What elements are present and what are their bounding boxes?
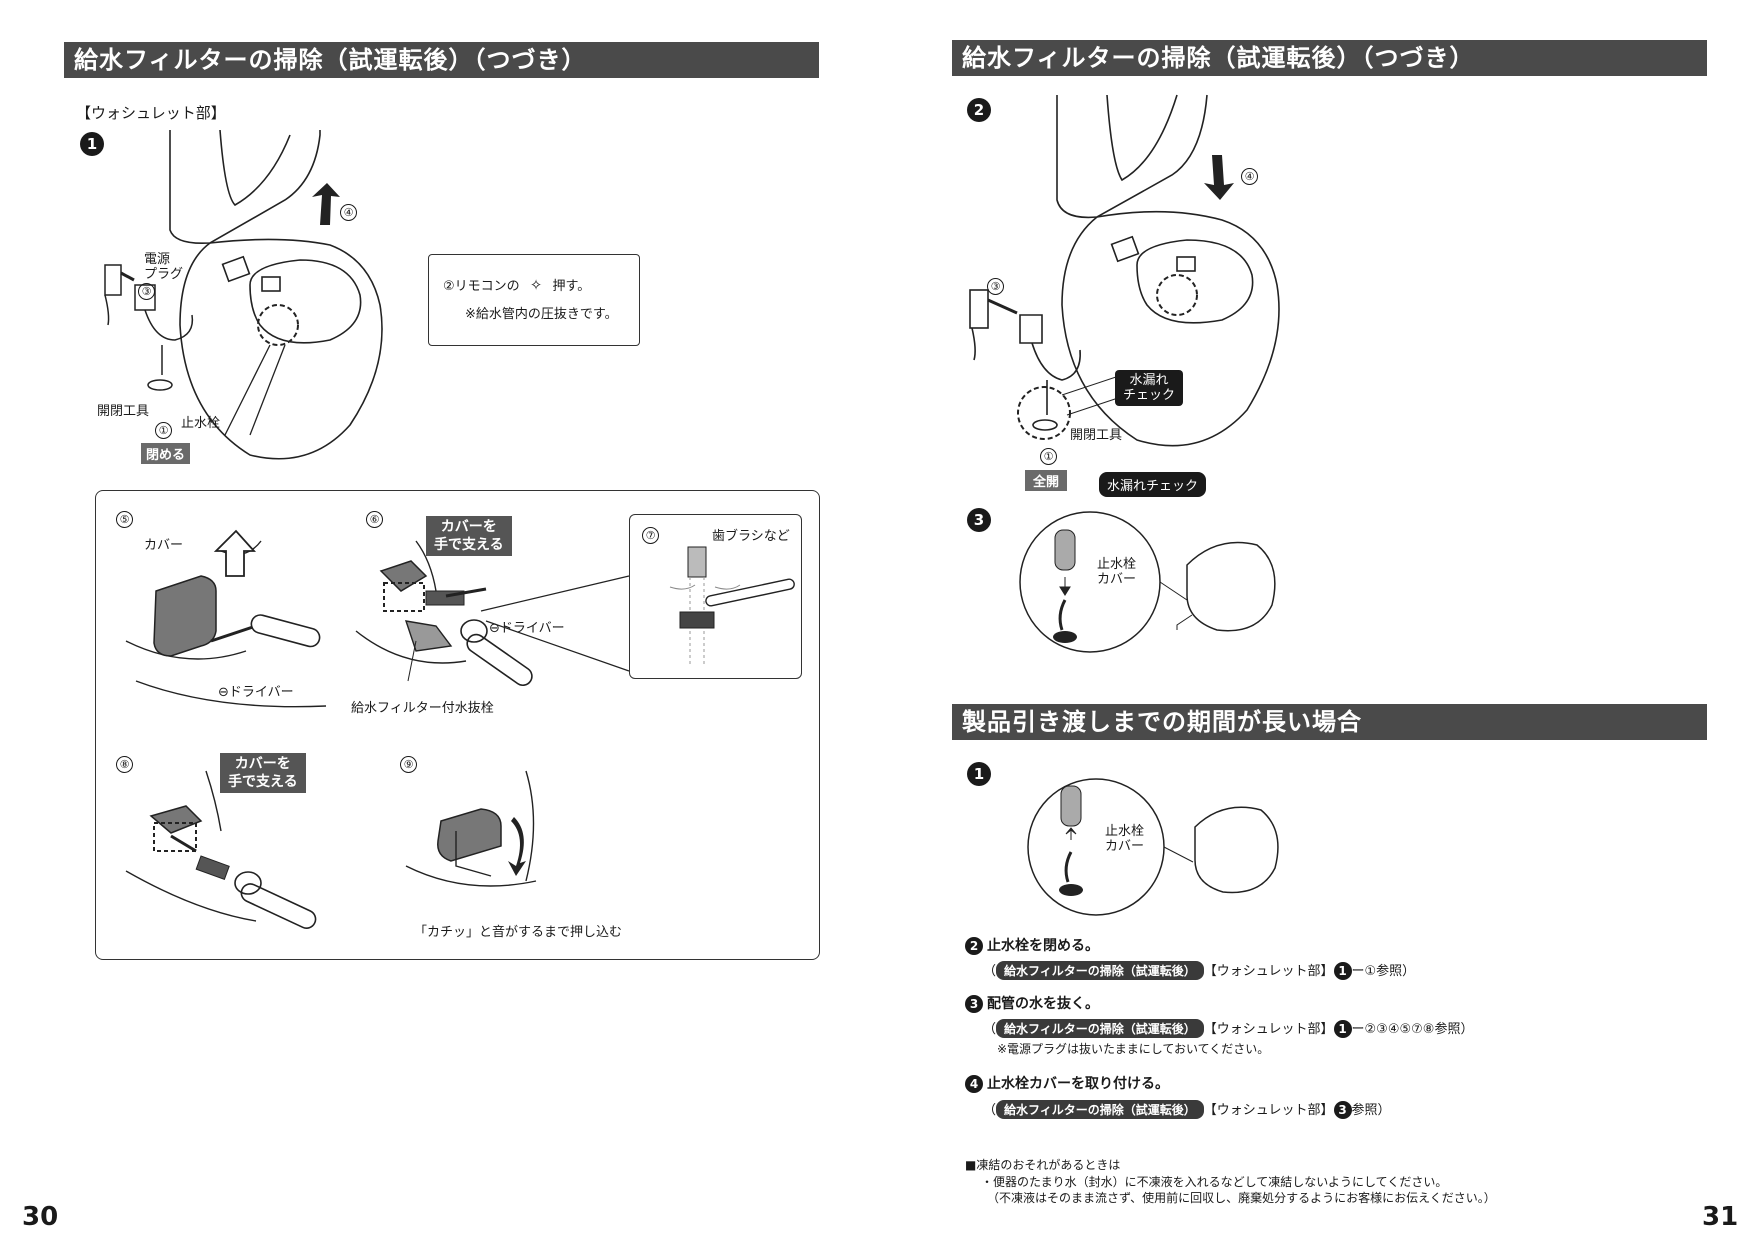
remote-note-box: ②リモコンの ✧ 押す。 ※給水管内の圧抜きです。 — [428, 254, 640, 346]
remote-button-icon: ✧ — [529, 276, 543, 294]
ref-part: 【ウォシュレット部】 — [1203, 1103, 1334, 1118]
s2-step-2-num: 2 — [965, 937, 983, 955]
ref-pill: 給水フィルターの掃除（試運転後） — [996, 1019, 1204, 1038]
toothbrush-label: 歯ブラシなど — [712, 529, 790, 544]
inset-leader-lines — [480, 575, 630, 672]
page-number-right: 31 — [1702, 1202, 1739, 1232]
toothbrush-illustration — [669, 546, 795, 667]
step9-illustration — [405, 770, 537, 887]
s2-step-3-note: ※電源プラグは抜いたままにしておいてください。 — [997, 1042, 1270, 1056]
ref-part: 【ウォシュレット部】 — [1203, 964, 1334, 979]
valve-cover-detail-2 — [1027, 778, 1279, 916]
right-page: 給水フィルターの掃除（試運転後）（つづき） 2 ④ ③ 水漏れ チェック 開閉工… — [877, 0, 1754, 1240]
open-tool-label: 開閉工具 — [97, 404, 150, 419]
panel-step-5: ⑤ — [116, 511, 133, 528]
driver-label-a: ⊖ドライバー — [218, 685, 294, 700]
step8-illustration — [125, 770, 317, 929]
remote-note-suffix: 押す。 — [552, 279, 591, 294]
cover-label: カバー — [144, 538, 184, 553]
step-3-marker: ③ — [138, 283, 155, 300]
r-open-tool-label: 開閉工具 — [1070, 428, 1123, 443]
step-bullet: 1 — [80, 132, 104, 156]
page-number-left: 30 — [22, 1202, 59, 1232]
ref-num: 3 — [1333, 1101, 1352, 1119]
section-header-1: 給水フィルターの掃除（試運転後）（つづき） — [952, 40, 1707, 76]
ref-tail: ー①参照） — [1351, 964, 1416, 979]
ref-part: 【ウォシュレット部】 — [1203, 1022, 1334, 1037]
remote-note-prefix: ②リモコンの — [443, 279, 520, 294]
valve-cover-label: 止水栓 カバー — [1097, 557, 1137, 587]
full-open-tag: 全開 — [1025, 470, 1068, 491]
s2-step-4-num: 4 — [965, 1075, 983, 1093]
ref-tail: ー②③④⑤⑦⑧参照） — [1351, 1022, 1474, 1037]
ref-pill: 給水フィルターの掃除（試運転後） — [996, 961, 1204, 980]
r-step-3-marker: ③ — [987, 278, 1004, 295]
r-step-1-marker: ① — [1040, 448, 1057, 465]
filter-valve-label: 給水フィルター付水抜栓 — [351, 701, 494, 716]
leak-check-tag: 水漏れチェック — [1099, 472, 1207, 497]
subheading: 【ウォシュレット部】 — [76, 104, 226, 122]
ref-num: 1 — [1333, 962, 1352, 980]
step5-illustration — [125, 529, 327, 708]
driver-label-b: ⊖ドライバー — [489, 621, 565, 636]
support-cover-callout-b: カバーを 手で支える — [220, 753, 306, 793]
section-header: 給水フィルターの掃除（試運転後）（つづき） — [64, 42, 819, 78]
toilet-illustration — [104, 129, 383, 460]
panel-step-9: ⑨ — [400, 756, 417, 773]
panel-step-8: ⑧ — [116, 756, 133, 773]
ref-tail: 参照） — [1351, 1103, 1391, 1118]
s2-step-3-text: 配管の水を抜く。 — [987, 996, 1099, 1012]
click-push-label: 「カチッ」と音がするまで押し込む — [414, 925, 623, 940]
ref-num: 1 — [1333, 1020, 1352, 1038]
step7-inset: ⑦ 歯ブラシなど — [629, 514, 802, 679]
toilet-illustration-step2 — [969, 94, 1280, 447]
s2-valve-cover-label: 止水栓 カバー — [1105, 824, 1145, 854]
freeze-line1: ・便器のたまり水（封水）に不凍液を入れるなどして凍結しないようにしてください。 — [981, 1175, 1448, 1189]
s2-step-4-text: 止水栓カバーを取り付ける。 — [987, 1076, 1169, 1092]
leak-check-callout: 水漏れ チェック — [1115, 370, 1184, 406]
step6-illustration — [355, 540, 533, 687]
s2-step-3-num: 3 — [965, 995, 983, 1013]
left-page: 給水フィルターの掃除（試運転後）（つづき） 【ウォシュレット部】 1 — [22, 42, 820, 1232]
step-2-bullet: 2 — [967, 98, 991, 122]
power-plug-label: 電源 プラグ — [144, 252, 184, 282]
support-cover-callout-a: カバーを 手で支える — [426, 516, 512, 556]
ref-pill: 給水フィルターの掃除（試運転後） — [996, 1100, 1204, 1119]
r-step-4-marker: ④ — [1241, 168, 1258, 185]
panel-step-7: ⑦ — [642, 527, 659, 544]
step-1-marker: ① — [155, 422, 172, 439]
freeze-title: ■凍結のおそれがあるときは — [965, 1158, 1121, 1172]
step-3-bullet: 3 — [967, 508, 991, 532]
stop-valve-label: 止水栓 — [181, 416, 221, 431]
s2-step-1-bullet: 1 — [967, 762, 991, 786]
remote-note-line2: ※給水管内の圧抜きです。 — [465, 307, 618, 322]
valve-cover-detail — [1019, 511, 1276, 653]
detail-panel: ⑤ ⑥ ⑧ ⑨ カバー ⊖ドライバー — [95, 490, 820, 960]
section-header-2: 製品引き渡しまでの期間が長い場合 — [952, 704, 1707, 740]
freeze-line2: （不凍液はそのまま流さず、使用前に回収し、廃棄処分するようにお客様にお伝えくださ… — [987, 1191, 1496, 1205]
step-4-marker: ④ — [340, 204, 357, 221]
panel-step-6: ⑥ — [366, 511, 383, 528]
s2-step-2-text: 止水栓を閉める。 — [987, 938, 1099, 954]
close-tag: 閉める — [141, 443, 191, 464]
